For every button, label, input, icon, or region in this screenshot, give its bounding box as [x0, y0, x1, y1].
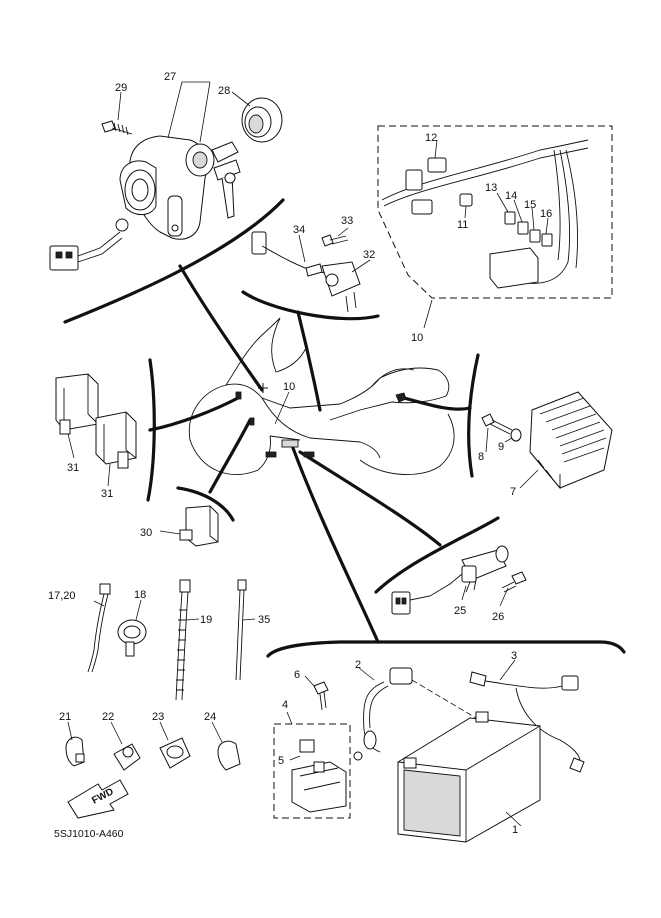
battery-1	[397, 711, 541, 843]
clamp-23	[159, 721, 191, 769]
label-16: 16	[540, 208, 552, 220]
relay-31-upper	[55, 373, 99, 435]
label-31-upper: 31	[67, 462, 79, 474]
main-switch-region-boundary	[63, 198, 285, 324]
label-26: 26	[492, 611, 504, 623]
label-21: 21	[59, 711, 71, 723]
link-handlebar	[296, 310, 322, 412]
drawing-code: 5SJ1010-A460	[54, 828, 124, 840]
link-flasher	[208, 418, 252, 494]
label-31-lower: 31	[101, 488, 113, 500]
screw-29	[101, 120, 133, 136]
clamp-18	[117, 599, 147, 657]
main-switch-assembly	[49, 81, 283, 271]
wire-harness-box	[377, 125, 613, 329]
rectifier-regulator-7	[481, 391, 613, 490]
label-24: 24	[204, 711, 216, 723]
label-9: 9	[498, 441, 504, 453]
label-15: 15	[524, 199, 536, 211]
label-32: 32	[363, 249, 375, 261]
fuse-5	[299, 739, 315, 753]
label-35: 35	[258, 614, 270, 626]
fwd-arrow-badge: FWD	[67, 779, 129, 819]
label-3: 3	[511, 650, 517, 662]
main-switch-connector	[49, 218, 129, 271]
label-10-harness: 10	[411, 332, 423, 344]
label-14: 14	[505, 190, 517, 202]
label-8: 8	[478, 451, 484, 463]
silhouette-battery-mark	[281, 439, 299, 448]
label-17-20: 17,20	[48, 590, 76, 602]
clamp-24	[211, 721, 241, 771]
silhouette-mark-b	[249, 417, 255, 426]
clamp-22	[110, 721, 141, 771]
region-boundaries	[63, 198, 626, 658]
label-6: 6	[294, 669, 300, 681]
flasher-30	[159, 505, 219, 547]
label-1: 1	[512, 824, 518, 836]
bolt-6	[313, 681, 329, 695]
label-10-silhouette: 10	[283, 381, 295, 393]
fuse-box-outline	[273, 723, 351, 819]
label-11: 11	[457, 219, 468, 231]
clamp-21	[65, 721, 85, 767]
sensor-assembly-25	[391, 545, 527, 615]
flasher-region-boundary	[176, 486, 235, 522]
label-23: 23	[152, 711, 164, 723]
label-30: 30	[140, 527, 152, 539]
regulator-region-boundary	[467, 353, 480, 478]
link-relay	[148, 396, 240, 432]
label-4: 4	[282, 699, 288, 711]
band-35	[235, 579, 256, 681]
link-regulator	[402, 396, 472, 411]
link-battery	[291, 446, 380, 644]
label-33: 33	[341, 215, 353, 227]
battery-area	[273, 659, 585, 843]
silhouette-mark-a	[235, 391, 242, 400]
label-12: 12	[425, 132, 437, 144]
band-17-20	[87, 583, 111, 673]
battery-region-boundary	[266, 640, 626, 658]
link-sensor	[298, 450, 442, 547]
relay-31-lower	[95, 411, 137, 469]
label-5: 5	[278, 755, 284, 767]
label-7: 7	[510, 486, 516, 498]
cable-3	[477, 679, 563, 689]
label-25: 25	[454, 605, 466, 617]
handlebar-switch-assembly	[251, 227, 371, 313]
label-19: 19	[200, 614, 212, 626]
handlebar-switch-region-boundary	[241, 290, 380, 321]
band-19	[175, 579, 200, 701]
label-34: 34	[293, 224, 305, 236]
part-labels: 1 2 3 4 5 6 7 8 9 10 10 11 12 13 14 15 1…	[48, 71, 552, 836]
link-main-switch	[178, 264, 264, 392]
lock-cylinder-28	[241, 97, 283, 143]
label-28: 28	[218, 85, 230, 97]
motorcycle-silhouette	[188, 317, 455, 475]
label-29: 29	[115, 82, 127, 94]
label-22: 22	[102, 711, 114, 723]
label-27: 27	[164, 71, 176, 83]
label-18: 18	[134, 589, 146, 601]
label-13: 13	[485, 182, 497, 194]
sensor-region-boundary	[374, 516, 500, 594]
label-2: 2	[355, 659, 361, 671]
